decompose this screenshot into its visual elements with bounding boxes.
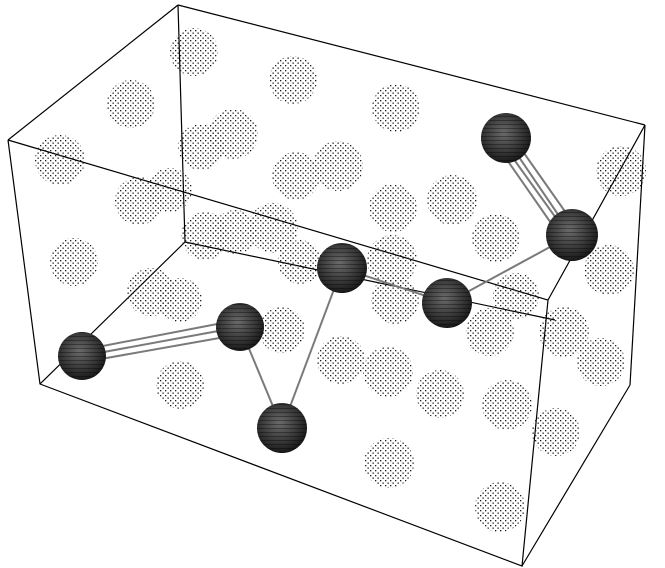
highlighted-sphere xyxy=(216,303,264,351)
dotted-sphere xyxy=(472,214,520,262)
dotted-sphere xyxy=(213,210,257,254)
dotted-sphere xyxy=(416,370,464,418)
highlighted-sphere xyxy=(422,278,472,328)
dotted-sphere xyxy=(475,482,525,532)
highlighted-sphere xyxy=(546,209,598,261)
dotted-sphere xyxy=(577,338,625,386)
dotted-sphere xyxy=(596,146,646,196)
dotted-sphere xyxy=(158,278,202,322)
dotted-sphere xyxy=(272,152,320,200)
box-edge-top-left xyxy=(8,5,178,140)
dotted-sphere xyxy=(35,135,85,185)
dotted-sphere xyxy=(269,56,317,104)
dotted-sphere xyxy=(278,240,322,284)
highlighted-sphere xyxy=(58,332,106,380)
dotted-sphere xyxy=(107,80,155,128)
dotted-sphere xyxy=(313,141,363,191)
dotted-sphere xyxy=(364,438,414,488)
dotted-sphere xyxy=(371,276,419,324)
highlighted-sphere xyxy=(317,243,367,293)
dotted-sphere xyxy=(482,380,532,430)
dotted-sphere xyxy=(427,175,477,225)
dotted-sphere xyxy=(372,84,420,132)
dotted-sphere xyxy=(148,168,192,212)
bond xyxy=(82,327,240,356)
dotted-sphere xyxy=(317,336,365,384)
dotted-sphere xyxy=(170,28,218,76)
dotted-sphere xyxy=(584,245,634,295)
dotted-sphere xyxy=(259,307,305,353)
bond xyxy=(82,320,238,350)
dotted-sphere xyxy=(178,124,224,170)
dotted-sphere xyxy=(50,238,98,286)
box-edge-bottom-right xyxy=(522,385,630,566)
dotted-sphere xyxy=(363,347,413,397)
bond xyxy=(84,334,242,362)
highlighted-sphere xyxy=(481,113,531,163)
dotted-sphere xyxy=(156,361,204,409)
dotted-sphere xyxy=(532,408,580,456)
highlighted-sphere xyxy=(257,403,307,453)
dotted-sphere xyxy=(466,308,514,356)
dotted-sphere xyxy=(369,184,417,232)
